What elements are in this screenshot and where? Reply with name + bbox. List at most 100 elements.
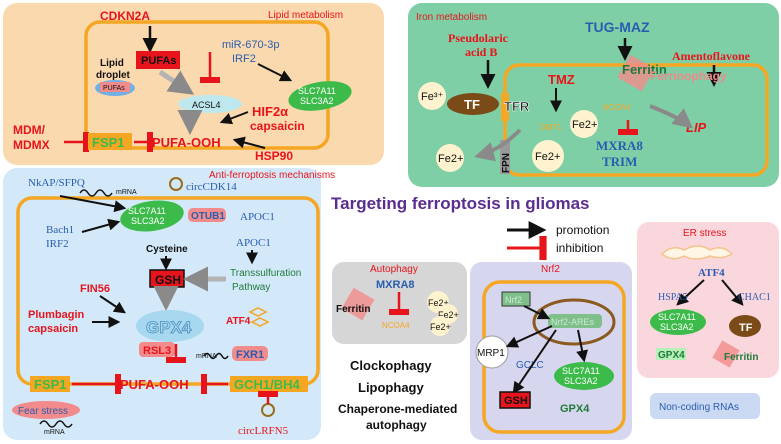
atf4-to-hspa5-arrow <box>676 279 705 306</box>
fe3-label: Fe³⁺ <box>421 91 444 103</box>
er-stress-panel: ER stress ATF4 HSPA5 CHAC1 SLC7A11 SLC3A… <box>637 222 779 378</box>
anti-gsh-label: GSH <box>155 273 181 287</box>
fe3-shape <box>418 82 446 110</box>
apoc1-a-label: APOC1 <box>240 211 275 223</box>
autophagy-fe-2-label: Fe2+ <box>438 310 459 320</box>
fear-stress-label: Fear stress <box>18 406 68 417</box>
anti-slc-shape <box>120 200 184 232</box>
mdm-label-1: MDM/ <box>13 123 46 137</box>
nrf2-to-ares-arrow <box>523 305 551 320</box>
er-stress-icon <box>248 307 270 327</box>
fe2-a-label: Fe2+ <box>572 119 597 131</box>
er-heading: ER stress <box>683 228 726 239</box>
er-slc-shape <box>650 309 706 335</box>
er-gpx4-box <box>656 348 686 360</box>
tfr-label: TFR <box>504 99 530 114</box>
fin56-label: FIN56 <box>80 283 110 295</box>
atf4-to-chac1-arrow <box>721 279 744 306</box>
mrp1-label: MRP1 <box>477 348 505 359</box>
anti-capsaicin-label: capsaicin <box>28 323 78 335</box>
fpn-export-arrow <box>474 128 522 162</box>
nrf2-slc-shape <box>554 362 614 390</box>
nrf2-gsh-label: GSH <box>504 395 528 407</box>
er-tf-shape <box>729 315 761 337</box>
lipid-capsaicin-label: capsaicin <box>250 119 305 133</box>
mrna-label-1: mRNA <box>116 189 137 196</box>
iron-ferritin-shape <box>617 54 655 92</box>
er-gpx4-label: GPX4 <box>658 350 685 361</box>
er-tf-label: TF <box>739 322 753 334</box>
nkap-arrow <box>59 195 127 213</box>
mdm-label-2: MDMX <box>13 138 50 152</box>
amentoflavone-label: Amentoflavone <box>672 49 751 63</box>
autophagy-fe-3-shape <box>430 316 450 336</box>
er-slc-label-1: SLC7A11 <box>658 312 696 322</box>
nrf2-slc-label-1: SLC7A11 <box>562 366 600 376</box>
ares-box <box>548 314 602 328</box>
er-panel-bg <box>637 222 779 378</box>
lipid-heading: Lipid metabolism <box>268 10 343 21</box>
nrf2-gpx4-label: GPX4 <box>560 403 590 415</box>
transsulfuration-label-1: Transsulfuration <box>230 268 301 279</box>
fe2-c-shape <box>532 140 564 172</box>
rsl3-label: RSL3 <box>143 345 171 357</box>
chaperone-label-2: autophagy <box>366 418 427 432</box>
er-ferritin-shape <box>712 340 740 368</box>
hif2a-label: HIF2α <box>252 104 288 119</box>
lipid-slc-label-2: SLC3A2 <box>300 96 334 106</box>
tmz-label: TMZ <box>548 72 575 87</box>
fe2-a-shape <box>570 110 598 138</box>
autophagy-mxra8-label: MXRA8 <box>376 279 415 291</box>
iron-ferritin-label: Ferritin <box>622 62 667 77</box>
fe2-c-label: Fe2+ <box>535 151 560 163</box>
dmt1-label: DMT1 <box>540 123 562 132</box>
fxr1-box <box>232 346 268 361</box>
iron-heading: Iron metabolism <box>416 12 487 23</box>
ares-label: Nrf2-AREs <box>551 317 595 327</box>
chaperone-label-1: Chaperone-mediated <box>338 402 457 416</box>
anti-heading: Anti-ferroptosis mechanisms <box>209 170 335 181</box>
cdkn2a-label: CDKN2A <box>100 9 150 23</box>
nrf2-label: Nrf2 <box>505 295 522 305</box>
irf2-to-slc-arrow <box>257 63 293 82</box>
fe2-b-shape <box>436 144 464 172</box>
tf-label: TF <box>464 97 480 112</box>
lipid-pufaooh-label: PUFA-OOH <box>152 135 221 150</box>
mrp1-shape <box>475 335 509 369</box>
gclc-label: GCLC <box>516 360 544 371</box>
fe2-b-label: Fe2+ <box>438 153 463 165</box>
diagram-title: Targeting ferroptosis in gliomas <box>331 194 590 213</box>
acsl4-label: ACSL4 <box>192 100 221 110</box>
noncoding-label: Non-coding RNAs <box>659 402 739 413</box>
fpn-transporter <box>500 140 510 174</box>
tug-maz-label: TUG-MAZ <box>585 19 650 35</box>
mxra8-label: MXRA8 <box>596 138 643 153</box>
fpn-label: FPN <box>501 153 512 173</box>
anti-pufaooh-label: PUFA-OOH <box>120 377 189 392</box>
nrf2-gsh-box <box>499 391 531 409</box>
irf2-label: IRF2 <box>232 53 256 65</box>
mir670-label: miR-670-3p <box>222 39 279 51</box>
droplet-pufas-box <box>100 82 130 92</box>
otub1-label: OTUB1 <box>191 211 225 222</box>
nkap-label: NkAP/SFPQ <box>28 177 85 189</box>
autophagy-ferritin-label: Ferritin <box>336 304 370 315</box>
iron-ncoa4-label: NCOA4 <box>603 103 631 112</box>
acsl4-shape <box>178 95 242 113</box>
nrf2-panel: Nrf2 Nrf2 Nrf2-AREs MRP1 GCLC SLC7A11 SL… <box>470 262 632 440</box>
fxr1-mrna-squiggle <box>203 352 229 360</box>
autophagy-ferritin-shape <box>341 287 375 321</box>
nrf2-slc-label-2: SLC3A2 <box>564 376 598 386</box>
mrna-label-2: mRNA <box>196 353 217 360</box>
lipid-fsp1-label: FSP1 <box>92 135 125 150</box>
nucleus-shape <box>532 298 616 346</box>
lipid-metabolism-panel: Lipid metabolism CDKN2A PUFAs Lipid drop… <box>3 3 384 165</box>
lipid-slc-label-1: SLC7A11 <box>298 86 336 96</box>
autophagy-ncoa4-label: NCOA4 <box>382 321 410 330</box>
anti-fsp1-label: FSP1 <box>34 377 67 392</box>
hsp90-label: HSP90 <box>255 149 293 163</box>
pufas-label: PUFAs <box>141 55 176 67</box>
clockophagy-label: Clockophagy <box>350 358 432 373</box>
noncoding-panel: Non-coding RNAs <box>650 393 760 419</box>
gpx4-label: GPX4 <box>146 318 192 337</box>
